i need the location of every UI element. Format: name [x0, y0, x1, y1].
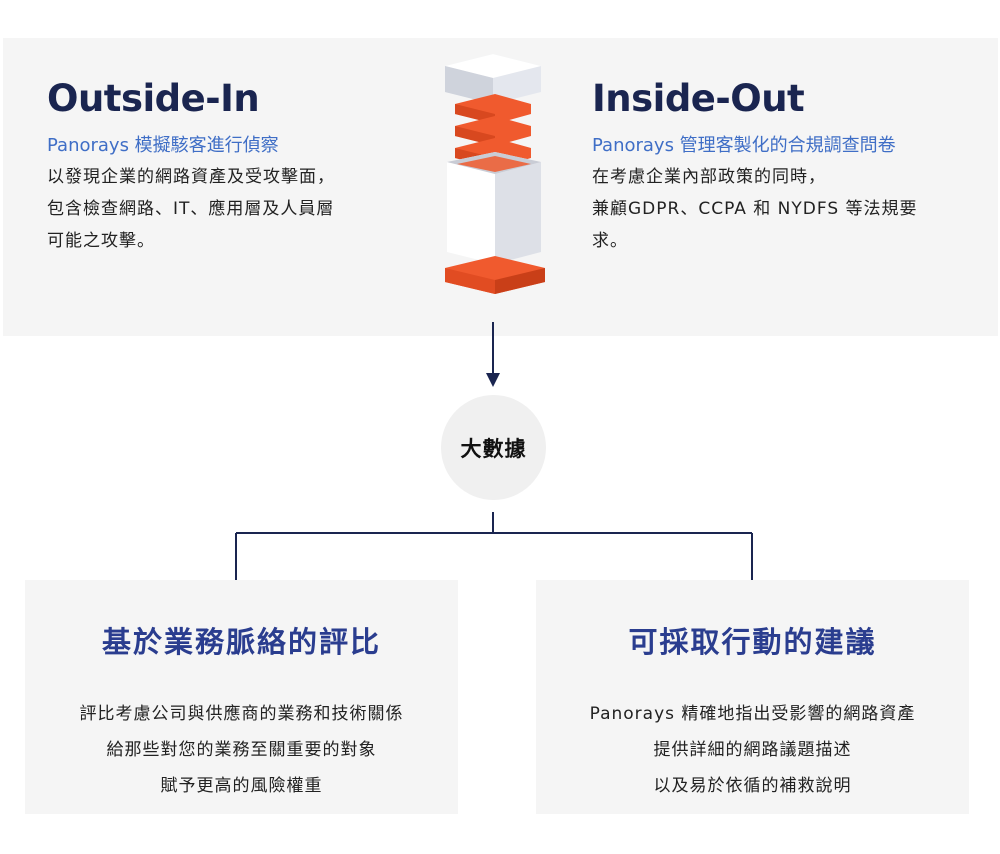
actionable-advice-lines: Panorays 精確地指出受影響的網路資產 提供詳細的網路議題描述 以及易於依… — [536, 696, 969, 804]
card-line: 以及易於依循的補救說明 — [653, 776, 852, 796]
actionable-advice-card: 可採取行動的建議 Panorays 精確地指出受影響的網路資產 提供詳細的網路議… — [536, 580, 969, 814]
outside-in-line: 可能之攻擊。 — [47, 231, 155, 251]
outside-in-column: Outside-In Panorays 模擬駭客進行偵察 以發現企業的網路資產及… — [47, 75, 407, 257]
inside-out-column: Inside-Out Panorays 管理客製化的合規調查問卷 在考慮企業內部… — [592, 75, 982, 257]
stacked-blocks-icon — [445, 54, 545, 294]
card-line: 評比考慮公司與供應商的業務和技術關係 — [79, 704, 404, 724]
card-line: 給那些對您的業務至關重要的對象 — [106, 740, 377, 760]
inside-out-line: 兼顧GDPR、CCPA 和 NYDFS 等法規要 — [592, 199, 918, 219]
business-context-card: 基於業務脈絡的評比 評比考慮公司與供應商的業務和技術關係 給那些對您的業務至關重… — [25, 580, 458, 814]
inside-out-body: 在考慮企業內部政策的同時， 兼顧GDPR、CCPA 和 NYDFS 等法規要 求… — [592, 161, 982, 257]
actionable-advice-title: 可採取行動的建議 — [628, 625, 877, 659]
outside-in-line: 以發現企業的網路資產及受攻擊面， — [47, 167, 335, 187]
inside-out-title: Inside-Out — [592, 77, 805, 120]
business-context-lines: 評比考慮公司與供應商的業務和技術關係 給那些對您的業務至關重要的對象 賦予更高的… — [25, 696, 458, 804]
card-line: Panorays 精確地指出受影響的網路資產 — [589, 704, 916, 724]
card-line: 提供詳細的網路議題描述 — [653, 740, 852, 760]
card-line: 賦予更高的風險權重 — [160, 776, 323, 796]
inside-out-line: 在考慮企業內部政策的同時， — [592, 167, 826, 187]
outside-in-line: 包含檢查網路、IT、應用層及人員層 — [47, 199, 335, 219]
inside-out-subtitle: Panorays 管理客製化的合規調查問卷 — [592, 135, 896, 156]
outside-in-body: 以發現企業的網路資產及受攻擊面， 包含檢查網路、IT、應用層及人員層 可能之攻擊… — [47, 161, 407, 257]
big-data-hub: 大數據 — [441, 395, 546, 500]
business-context-title: 基於業務脈絡的評比 — [101, 625, 381, 659]
outside-in-subtitle: Panorays 模擬駭客進行偵察 — [47, 135, 279, 156]
hub-label: 大數據 — [460, 436, 527, 461]
outside-in-title: Outside-In — [47, 77, 260, 120]
inside-out-line: 求。 — [592, 231, 628, 251]
